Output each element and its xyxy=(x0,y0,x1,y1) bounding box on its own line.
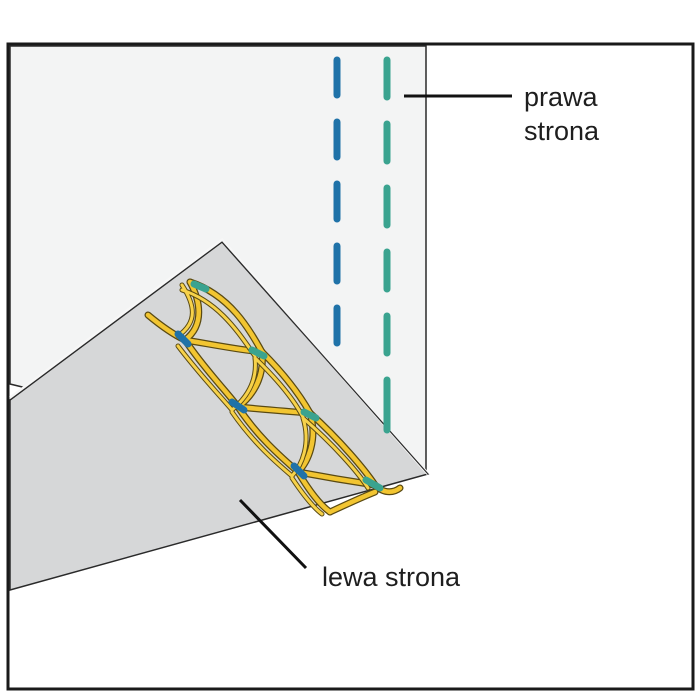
fold-edge-outline xyxy=(9,241,429,475)
wrong-side-label: lewa strona xyxy=(322,562,461,592)
yarn-stitch-chain xyxy=(144,278,404,517)
seam-knot-teal xyxy=(248,346,268,360)
seam-knot-teal xyxy=(190,280,210,293)
wrong-side-leader-line xyxy=(238,498,308,570)
seam-knot-blue xyxy=(228,398,248,414)
seam-knot-teal xyxy=(300,408,320,422)
seam-knot-blue xyxy=(174,330,192,348)
right-side-label-line2: strona xyxy=(524,116,600,146)
seam-knot-blue xyxy=(290,462,308,480)
seam-knot-teal xyxy=(362,476,384,492)
right-side-label-line1: prawa xyxy=(524,82,599,112)
